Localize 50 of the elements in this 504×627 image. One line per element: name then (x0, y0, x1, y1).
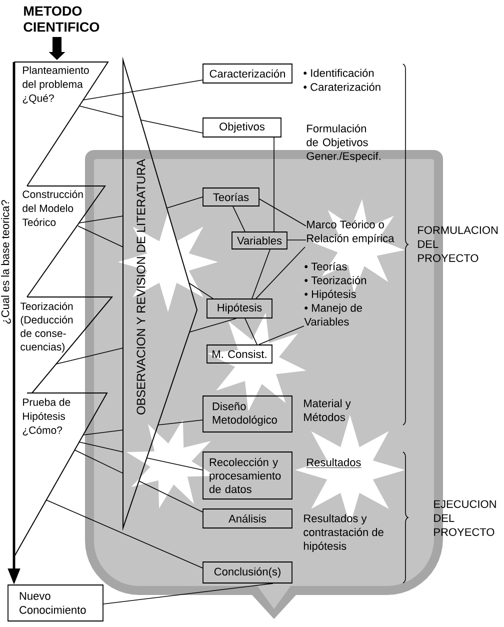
connector-line (259, 198, 306, 226)
heading-text: METODO CIENTIFICO (24, 6, 100, 32)
process-box: Teorías (202, 188, 260, 206)
connector-line (140, 120, 203, 134)
step-frame: Planteamiento del problema ¿Qué? (14, 62, 109, 186)
connector-line (46, 500, 203, 568)
connector-line (74, 450, 124, 474)
connector-line (103, 583, 274, 604)
connector-line (190, 318, 236, 332)
note-text: Marco Teórico o Relación empírica (307, 220, 394, 244)
side-note: • Identificación (304, 68, 374, 77)
process-box: Diseño Metodológico (202, 396, 292, 432)
connector-line (146, 458, 203, 470)
connector-line (79, 106, 124, 118)
process-box: Nuevo Conocimiento (8, 584, 104, 622)
brace-label: EJECUCION DEL PROYECTO (434, 500, 496, 536)
connector-line (138, 480, 203, 512)
connector-line (158, 420, 203, 426)
side-note: Resultados (306, 458, 362, 468)
process-box: Variables (232, 232, 288, 250)
step-frame: Prueba de Hipótesis ¿Cómo? (14, 392, 108, 558)
process-box: Recolección y procesamiento de datos (202, 452, 292, 500)
connector-line (82, 430, 124, 436)
connector-line (78, 442, 124, 452)
connector-line (188, 282, 214, 299)
brace-label: FORMULACION DEL PROYECTO (418, 226, 498, 262)
connector-line (78, 216, 124, 224)
side-note: Material y Métodos (304, 399, 351, 422)
process-box: Hipótesis (206, 298, 272, 318)
connector-line (258, 326, 304, 345)
process-box: Caracterización (202, 64, 292, 84)
connector-line (252, 249, 270, 299)
step-frame: Teorización (Deducción de conse- cuencias) (20, 296, 114, 394)
connector-line (82, 80, 203, 100)
side-note: • Caraterización (304, 82, 380, 91)
connector-line (56, 348, 124, 364)
connector-line (78, 226, 124, 248)
connector-line (232, 206, 246, 232)
edge-label: ¿Cual es la base teorica? (1, 200, 11, 324)
step-frame: Construcción del Modelo Teórico (22, 186, 106, 298)
side-note: Resultados y contrastación de hipótesis (304, 514, 384, 552)
connector-line (256, 246, 306, 299)
connector-line (244, 318, 258, 345)
side-note: Formulación de Objetivos Gener./Especif. (306, 124, 380, 162)
bullet-list: • Teorías • Teorización • Hipótesis • Manejo de Variables (304, 262, 366, 326)
process-box: Objetivos (202, 118, 282, 138)
process-box: Análisis (202, 508, 292, 528)
process-box: Conclusión(s) (202, 562, 292, 584)
connector-line (166, 196, 203, 208)
process-box: M. Consist. (206, 344, 272, 364)
